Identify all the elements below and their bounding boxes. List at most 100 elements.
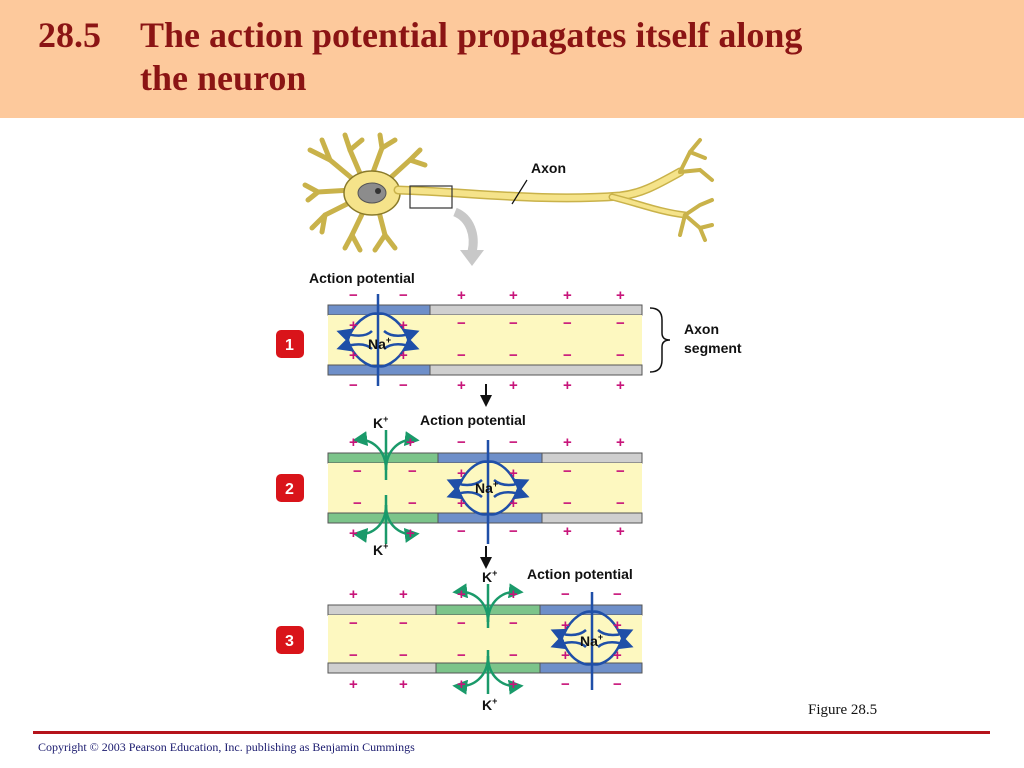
step-badge-2 (276, 474, 304, 502)
svg-text:+: + (509, 287, 518, 304)
svg-text:+: + (349, 347, 358, 364)
title-line-2: the neuron (140, 58, 307, 98)
svg-text:+: + (563, 434, 572, 451)
svg-text:+: + (509, 495, 518, 512)
svg-text:−: − (616, 315, 625, 332)
footer-rule (33, 731, 990, 734)
svg-text:+: + (349, 525, 358, 542)
action-potential-label-2: Action potential (420, 412, 526, 428)
svg-text:+: + (349, 317, 358, 334)
svg-text:+: + (509, 465, 518, 482)
title-line-1: The action potential propagates itself a… (140, 15, 803, 55)
k-label-3-bottom: K+ (482, 696, 497, 713)
svg-text:−: − (563, 463, 572, 480)
svg-text:+: + (349, 586, 358, 603)
svg-text:−: − (399, 377, 408, 394)
svg-text:+: + (406, 434, 415, 451)
nucleus (357, 182, 387, 204)
svg-text:−: − (457, 434, 466, 451)
svg-text:+: + (613, 647, 622, 664)
axon-terminals (678, 138, 714, 242)
axon-segment-label-line1: Axon (684, 321, 719, 337)
svg-text:−: − (561, 676, 570, 693)
panel-2: Action potential K+ Na+ + + − − + + − − + (276, 412, 643, 569)
svg-text:+: + (457, 287, 466, 304)
svg-text:+: + (457, 586, 466, 603)
svg-text:−: − (616, 347, 625, 364)
svg-text:+: + (406, 525, 415, 542)
svg-text:+: + (613, 617, 622, 634)
svg-text:−: − (349, 287, 358, 304)
svg-text:−: − (616, 463, 625, 480)
svg-text:−: − (408, 495, 417, 512)
svg-text:+: + (561, 647, 570, 664)
svg-text:−: − (561, 586, 570, 603)
svg-text:+: + (509, 586, 518, 603)
na-label-1: Na+ (368, 335, 391, 352)
svg-text:+: + (399, 347, 408, 364)
na-label-3: Na+ (580, 632, 603, 649)
svg-text:+: + (399, 317, 408, 334)
svg-text:+: + (457, 495, 466, 512)
svg-text:+: + (457, 676, 466, 693)
step-badge-3 (276, 626, 304, 654)
svg-text:+: + (616, 523, 625, 540)
svg-text:−: − (353, 495, 362, 512)
svg-text:+: + (457, 377, 466, 394)
svg-text:−: − (509, 615, 518, 632)
svg-text:+: + (616, 377, 625, 394)
axon-segment-label-line2: segment (684, 340, 742, 356)
svg-text:−: − (399, 647, 408, 664)
svg-text:+: + (399, 586, 408, 603)
segment-highlight-box (409, 185, 453, 209)
svg-text:−: − (509, 315, 518, 332)
svg-text:−: − (563, 347, 572, 364)
svg-text:+: + (616, 434, 625, 451)
k-label-2-bottom: K+ (373, 541, 388, 558)
svg-text:−: − (408, 463, 417, 480)
svg-text:−: − (509, 347, 518, 364)
svg-text:−: − (349, 647, 358, 664)
k-label-3-top: K+ (482, 568, 497, 585)
svg-text:−: − (349, 615, 358, 632)
svg-text:3: 3 (285, 633, 294, 650)
svg-text:−: − (509, 523, 518, 540)
step-badge-1 (276, 330, 304, 358)
action-potential-label-3: Action potential (527, 566, 633, 582)
svg-text:+: + (457, 465, 466, 482)
svg-text:−: − (353, 463, 362, 480)
svg-text:−: − (457, 347, 466, 364)
k-label-2-top: K+ (373, 414, 388, 431)
na-label-2: Na+ (475, 479, 498, 496)
svg-text:+: + (349, 676, 358, 693)
svg-text:−: − (616, 495, 625, 512)
axon-interior (328, 315, 642, 365)
action-potential-label-1: Action potential (309, 270, 415, 286)
axon-label: Axon (531, 160, 566, 176)
svg-text:−: − (563, 315, 572, 332)
svg-text:−: − (457, 647, 466, 664)
figure-label: Figure 28.5 (808, 702, 878, 718)
svg-text:−: − (563, 495, 572, 512)
neuron-illustration (302, 132, 714, 266)
svg-text:−: − (613, 676, 622, 693)
zoom-arrow (452, 207, 478, 254)
copyright-text: Copyright © 2003 Pearson Education, Inc.… (38, 740, 415, 754)
svg-text:1: 1 (285, 337, 294, 354)
svg-text:+: + (399, 676, 408, 693)
svg-text:+: + (509, 377, 518, 394)
svg-text:−: − (457, 523, 466, 540)
svg-text:+: + (563, 377, 572, 394)
panel-3: K+ Action potential Na+ + + + + − − − − − (276, 566, 643, 713)
svg-text:−: − (509, 434, 518, 451)
svg-text:+: + (349, 434, 358, 451)
slide-title: 28.5 The action potential propagates itse… (38, 14, 802, 100)
svg-text:2: 2 (285, 481, 294, 498)
svg-text:−: − (613, 586, 622, 603)
axon-pointer-line (511, 179, 528, 205)
svg-text:+: + (563, 523, 572, 540)
title-banner (0, 0, 1024, 118)
svg-text:−: − (457, 315, 466, 332)
slide-number: 28.5 (38, 15, 101, 55)
